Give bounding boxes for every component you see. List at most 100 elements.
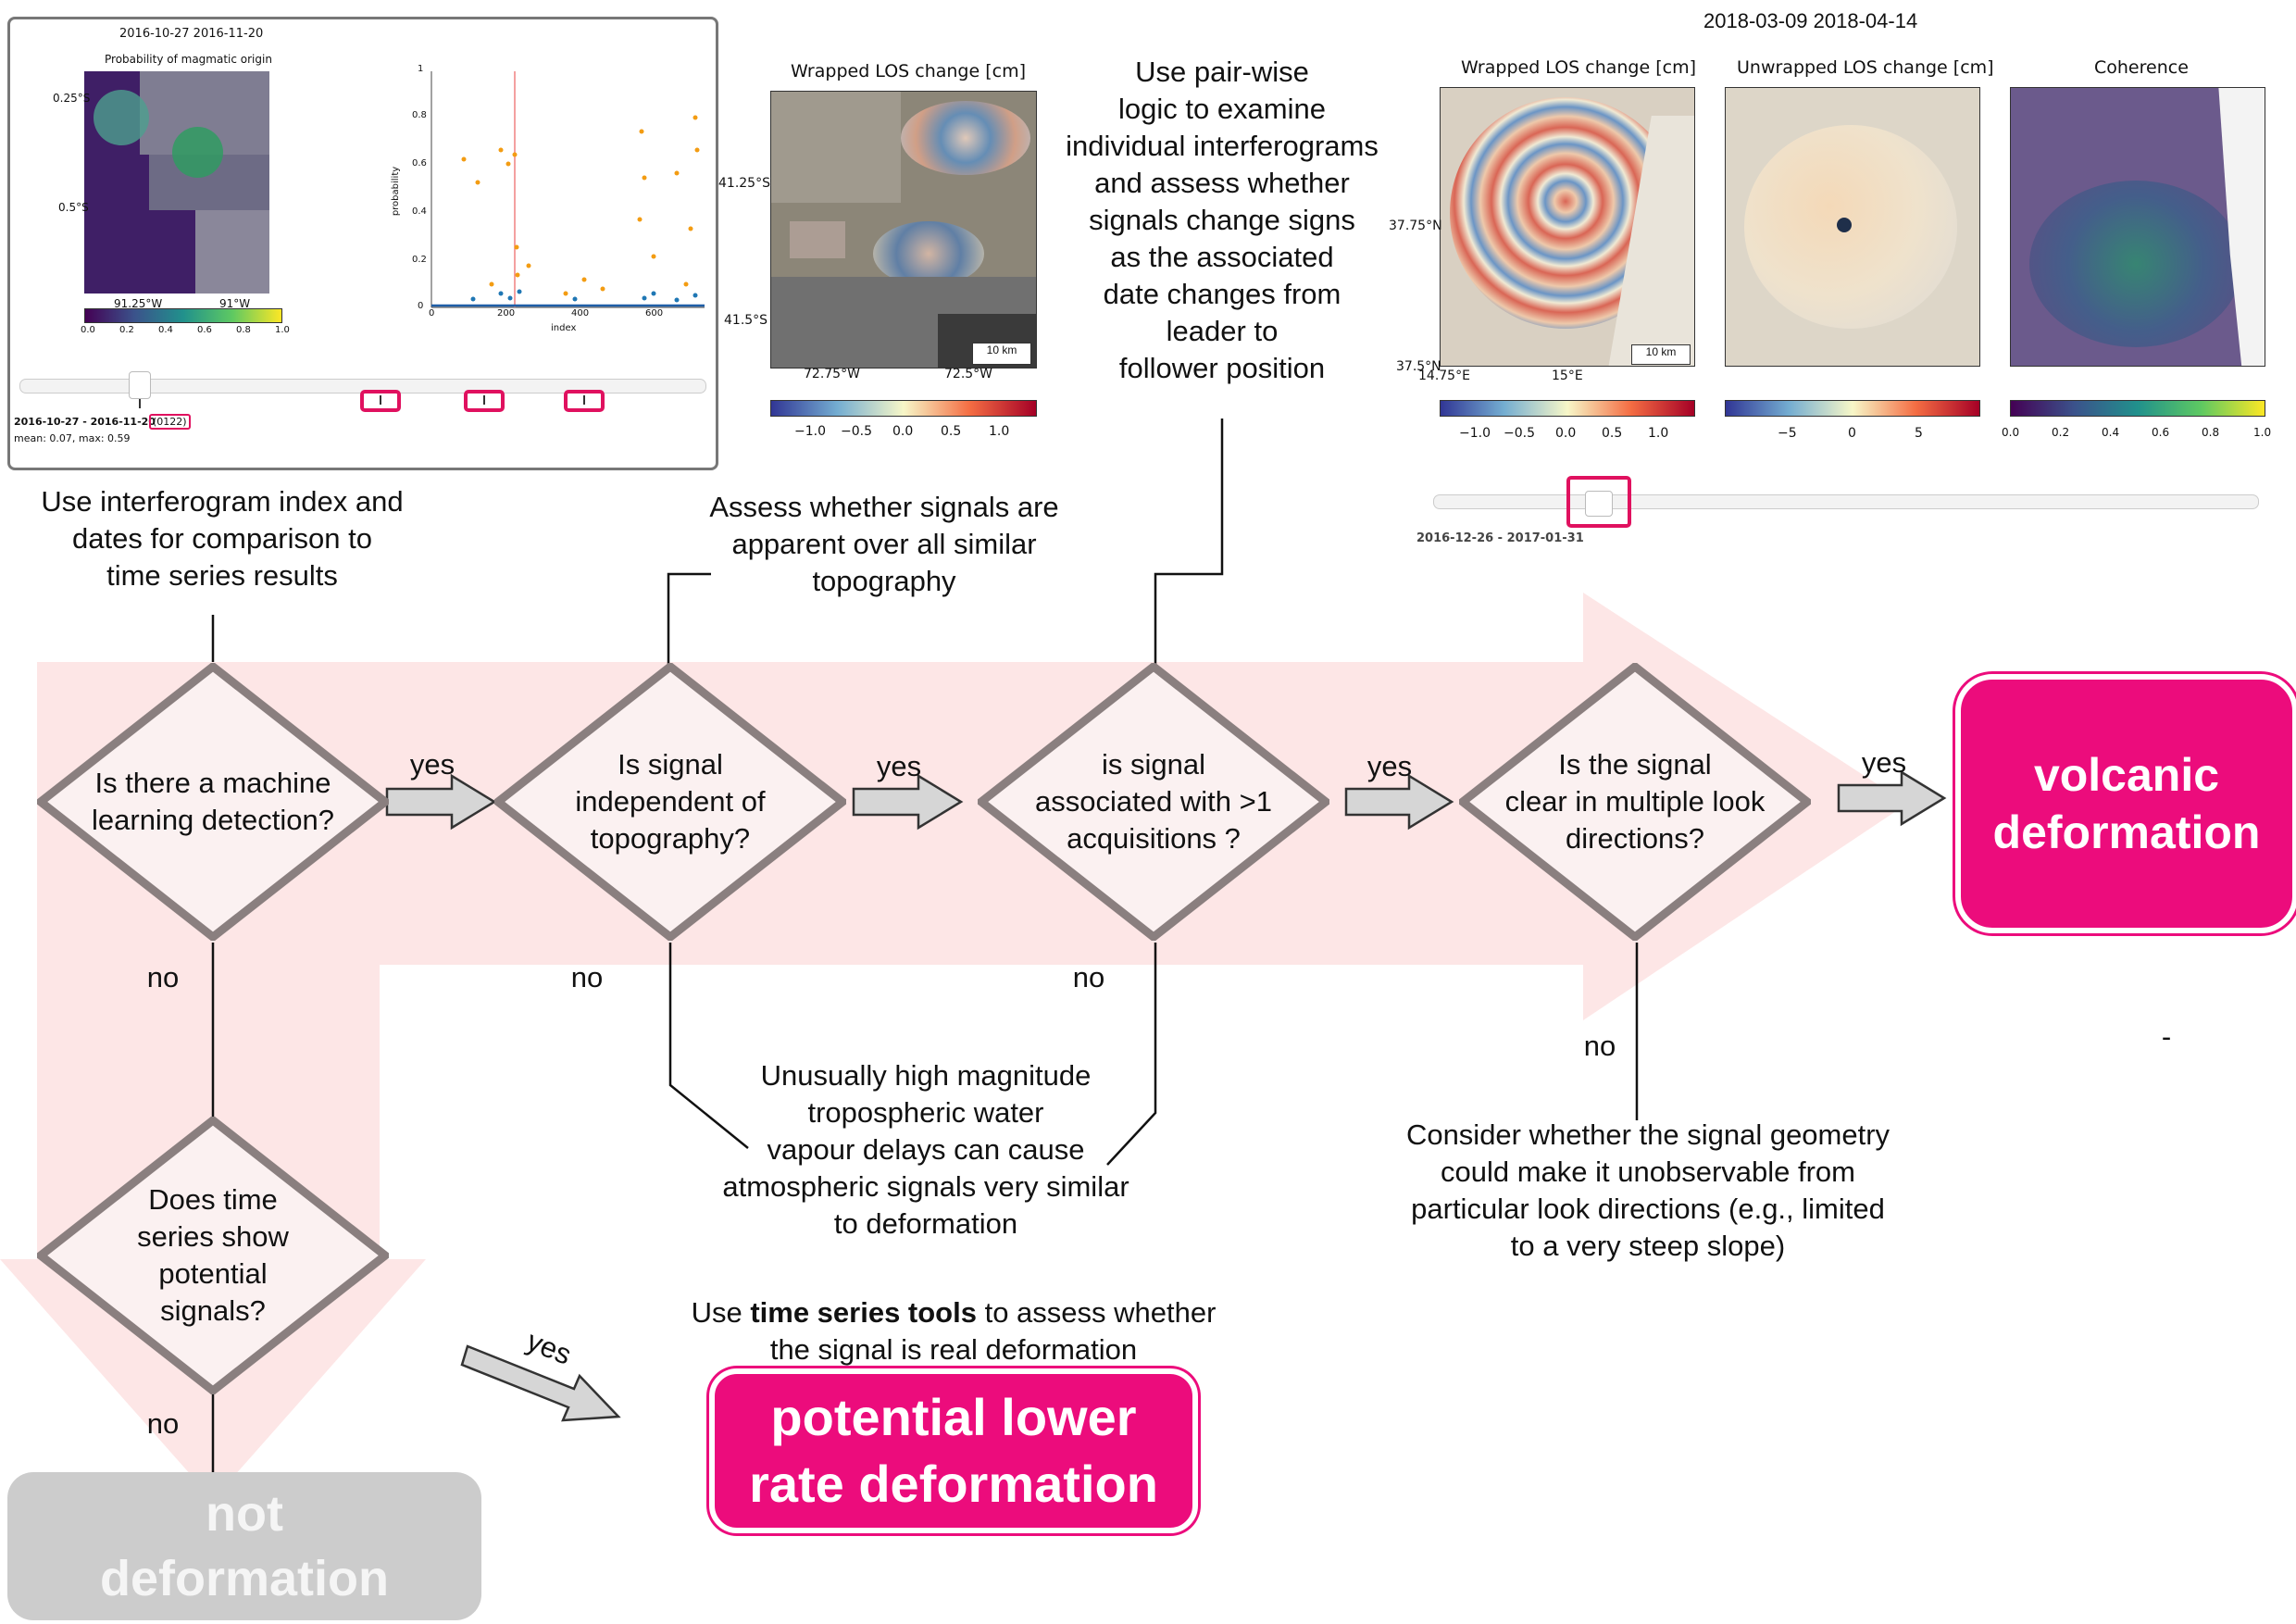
rcb1-t3: 0.0 <box>1555 426 1577 441</box>
unwrapped-los-map-etna <box>1725 87 1980 367</box>
middle-map-title: Wrapped LOS change [cm] <box>791 61 1027 81</box>
slider-handle[interactable] <box>129 371 151 399</box>
plot-ytick-5: 0.2 <box>412 255 427 265</box>
middle-lat-1: 41.25°S <box>718 176 770 191</box>
highlight-box-1 <box>360 390 401 412</box>
wrapped-los-map-etna <box>1440 87 1695 367</box>
decision-acquisitions-label: is signal associated with >1 acquisition… <box>1035 748 1272 855</box>
edge-yes-1: yes <box>409 748 455 781</box>
rcb3-t6: 1.0 <box>2253 426 2272 439</box>
yes-arrow-4 <box>1837 769 1947 827</box>
middle-lat-2: 41.5°S <box>724 313 768 328</box>
rcb2-t1: −5 <box>1778 426 1797 441</box>
middle-cb-tick-5: 1.0 <box>989 424 1010 439</box>
decision-look-directions: Is the signal clear in multiple look dir… <box>1459 663 1811 941</box>
middle-scale-bar: 10 km <box>972 343 1031 365</box>
atmos-note: Unusually high magnitude tropospheric wa… <box>722 1059 1129 1240</box>
middle-cb-tick-3: 0.0 <box>892 424 914 439</box>
right-scale-bar: 10 km <box>1631 344 1691 365</box>
plot-ytick-6: 0 <box>418 301 424 311</box>
decision-time-series-label: Does time series show potential signals? <box>137 1183 289 1327</box>
plot-ytick-2: 0.8 <box>412 110 427 120</box>
lat-label-1: 0.25°S <box>53 92 91 105</box>
cb-tick-2: 0.4 <box>158 325 173 335</box>
rcb3-t3: 0.4 <box>2102 426 2120 439</box>
decision-acquisitions: is signal associated with >1 acquisition… <box>978 663 1329 941</box>
decision-time-series: Does time series show potential signals? <box>37 1117 389 1394</box>
edge-no-1: no <box>146 961 180 993</box>
right-lat-2: 37.5°N <box>1396 359 1441 374</box>
pairwise-note: Use pair-wise logic to examine individua… <box>1066 56 1379 384</box>
ml-note: Use interferogram index and dates for co… <box>41 485 404 592</box>
rcb1-t4: 0.5 <box>1602 426 1623 441</box>
plot-xtick-3: 400 <box>571 308 590 319</box>
panel-dates: 2016-10-27 2016-11-20 <box>119 27 264 41</box>
yes-arrow-5 <box>460 1344 621 1422</box>
topo-note: Assess whether signals are apparent over… <box>709 491 1059 597</box>
probability-map <box>84 71 269 294</box>
right-map-2-title: Unwrapped LOS change [cm] <box>1737 57 1994 78</box>
middle-cb-tick-2: −0.5 <box>841 424 872 439</box>
edge-yes-3: yes <box>1366 750 1413 782</box>
rcb1-t1: −1.0 <box>1459 426 1491 441</box>
horizontal-flow-arrow <box>37 593 1907 1020</box>
edge-no-2: no <box>570 961 604 993</box>
yes-arrow-2 <box>852 773 964 831</box>
cb-tick-5: 1.0 <box>275 325 290 335</box>
middle-colorbar <box>770 400 1037 417</box>
rcb3-t4: 0.6 <box>2152 426 2170 439</box>
panel-map-title: Probability of magmatic origin <box>105 53 272 66</box>
right-map-3-title: Coherence <box>2094 57 2189 78</box>
plot-ytick-3: 0.6 <box>412 158 427 169</box>
decision-topography-label: Is signal independent of topography? <box>575 748 766 855</box>
highlight-box-2 <box>464 390 505 412</box>
middle-lon-2: 72.5°W <box>944 367 993 381</box>
cb-tick-3: 0.6 <box>197 325 212 335</box>
edge-yes-4: yes <box>1861 746 1907 779</box>
plot-xlabel: index <box>551 323 577 333</box>
right-colorbar-2 <box>1725 400 1980 417</box>
edge-no-4: no <box>1583 1030 1616 1062</box>
slider-stats: mean: 0.07, max: 0.59 <box>14 432 131 444</box>
outcome-lower-rate-deformation: potential lower rate deformation <box>709 1368 1198 1533</box>
slider-tick <box>139 399 141 408</box>
right-dates: 2018-03-09 2018-04-14 <box>1703 9 1918 32</box>
plot-xtick-2: 200 <box>497 308 516 319</box>
plot-ytick-1: 1 <box>418 64 424 74</box>
lon-label-2: 91°W <box>219 297 251 310</box>
geometry-note: Consider whether the signal geometry cou… <box>1405 1118 1890 1262</box>
right-interferogram-slider[interactable] <box>1433 494 2259 509</box>
rcb2-t2: 0 <box>1848 426 1856 441</box>
slider-label-dates: 2016-10-27 - 2016-11-20 <box>14 416 156 428</box>
edge-yes-2: yes <box>876 750 922 782</box>
cb-tick-4: 0.8 <box>236 325 251 335</box>
edge-no-3: no <box>1072 961 1105 993</box>
rcb1-t2: −0.5 <box>1504 426 1535 441</box>
middle-cb-tick-4: 0.5 <box>941 424 962 439</box>
probability-scatter-plot <box>430 71 705 308</box>
right-slider-highlight <box>1566 476 1631 528</box>
decision-ml-detection: Is there a machine learning detection? <box>37 663 389 941</box>
wrapped-los-map-chile <box>770 91 1037 369</box>
highlight-box-3 <box>564 390 605 412</box>
rcb1-t5: 1.0 <box>1648 426 1669 441</box>
middle-lon-1: 72.75°W <box>804 367 860 381</box>
right-lon-1: 14.75°E <box>1418 369 1470 383</box>
outcome-volcanic-deformation: volcanic deformation <box>1955 674 2296 933</box>
stray-dash: - <box>2161 1020 2172 1053</box>
lon-label-1: 91.25°W <box>114 297 163 310</box>
rcb3-t1: 0.0 <box>2002 426 2020 439</box>
middle-cb-tick-1: −1.0 <box>794 424 826 439</box>
decision-look-directions-label: Is the signal clear in multiple look dir… <box>1504 748 1766 855</box>
right-colorbar-3 <box>2010 400 2265 417</box>
coherence-map-etna <box>2010 87 2265 367</box>
right-slider-handle[interactable] <box>1585 491 1613 517</box>
plot-xtick-1: 0 <box>429 308 435 319</box>
outcome-not-deformation: not deformation <box>7 1472 481 1620</box>
rcb3-t5: 0.8 <box>2202 426 2220 439</box>
right-colorbar-1 <box>1440 400 1695 417</box>
cb-tick-0: 0.0 <box>81 325 95 335</box>
lat-label-2: 0.5°S <box>58 201 89 214</box>
